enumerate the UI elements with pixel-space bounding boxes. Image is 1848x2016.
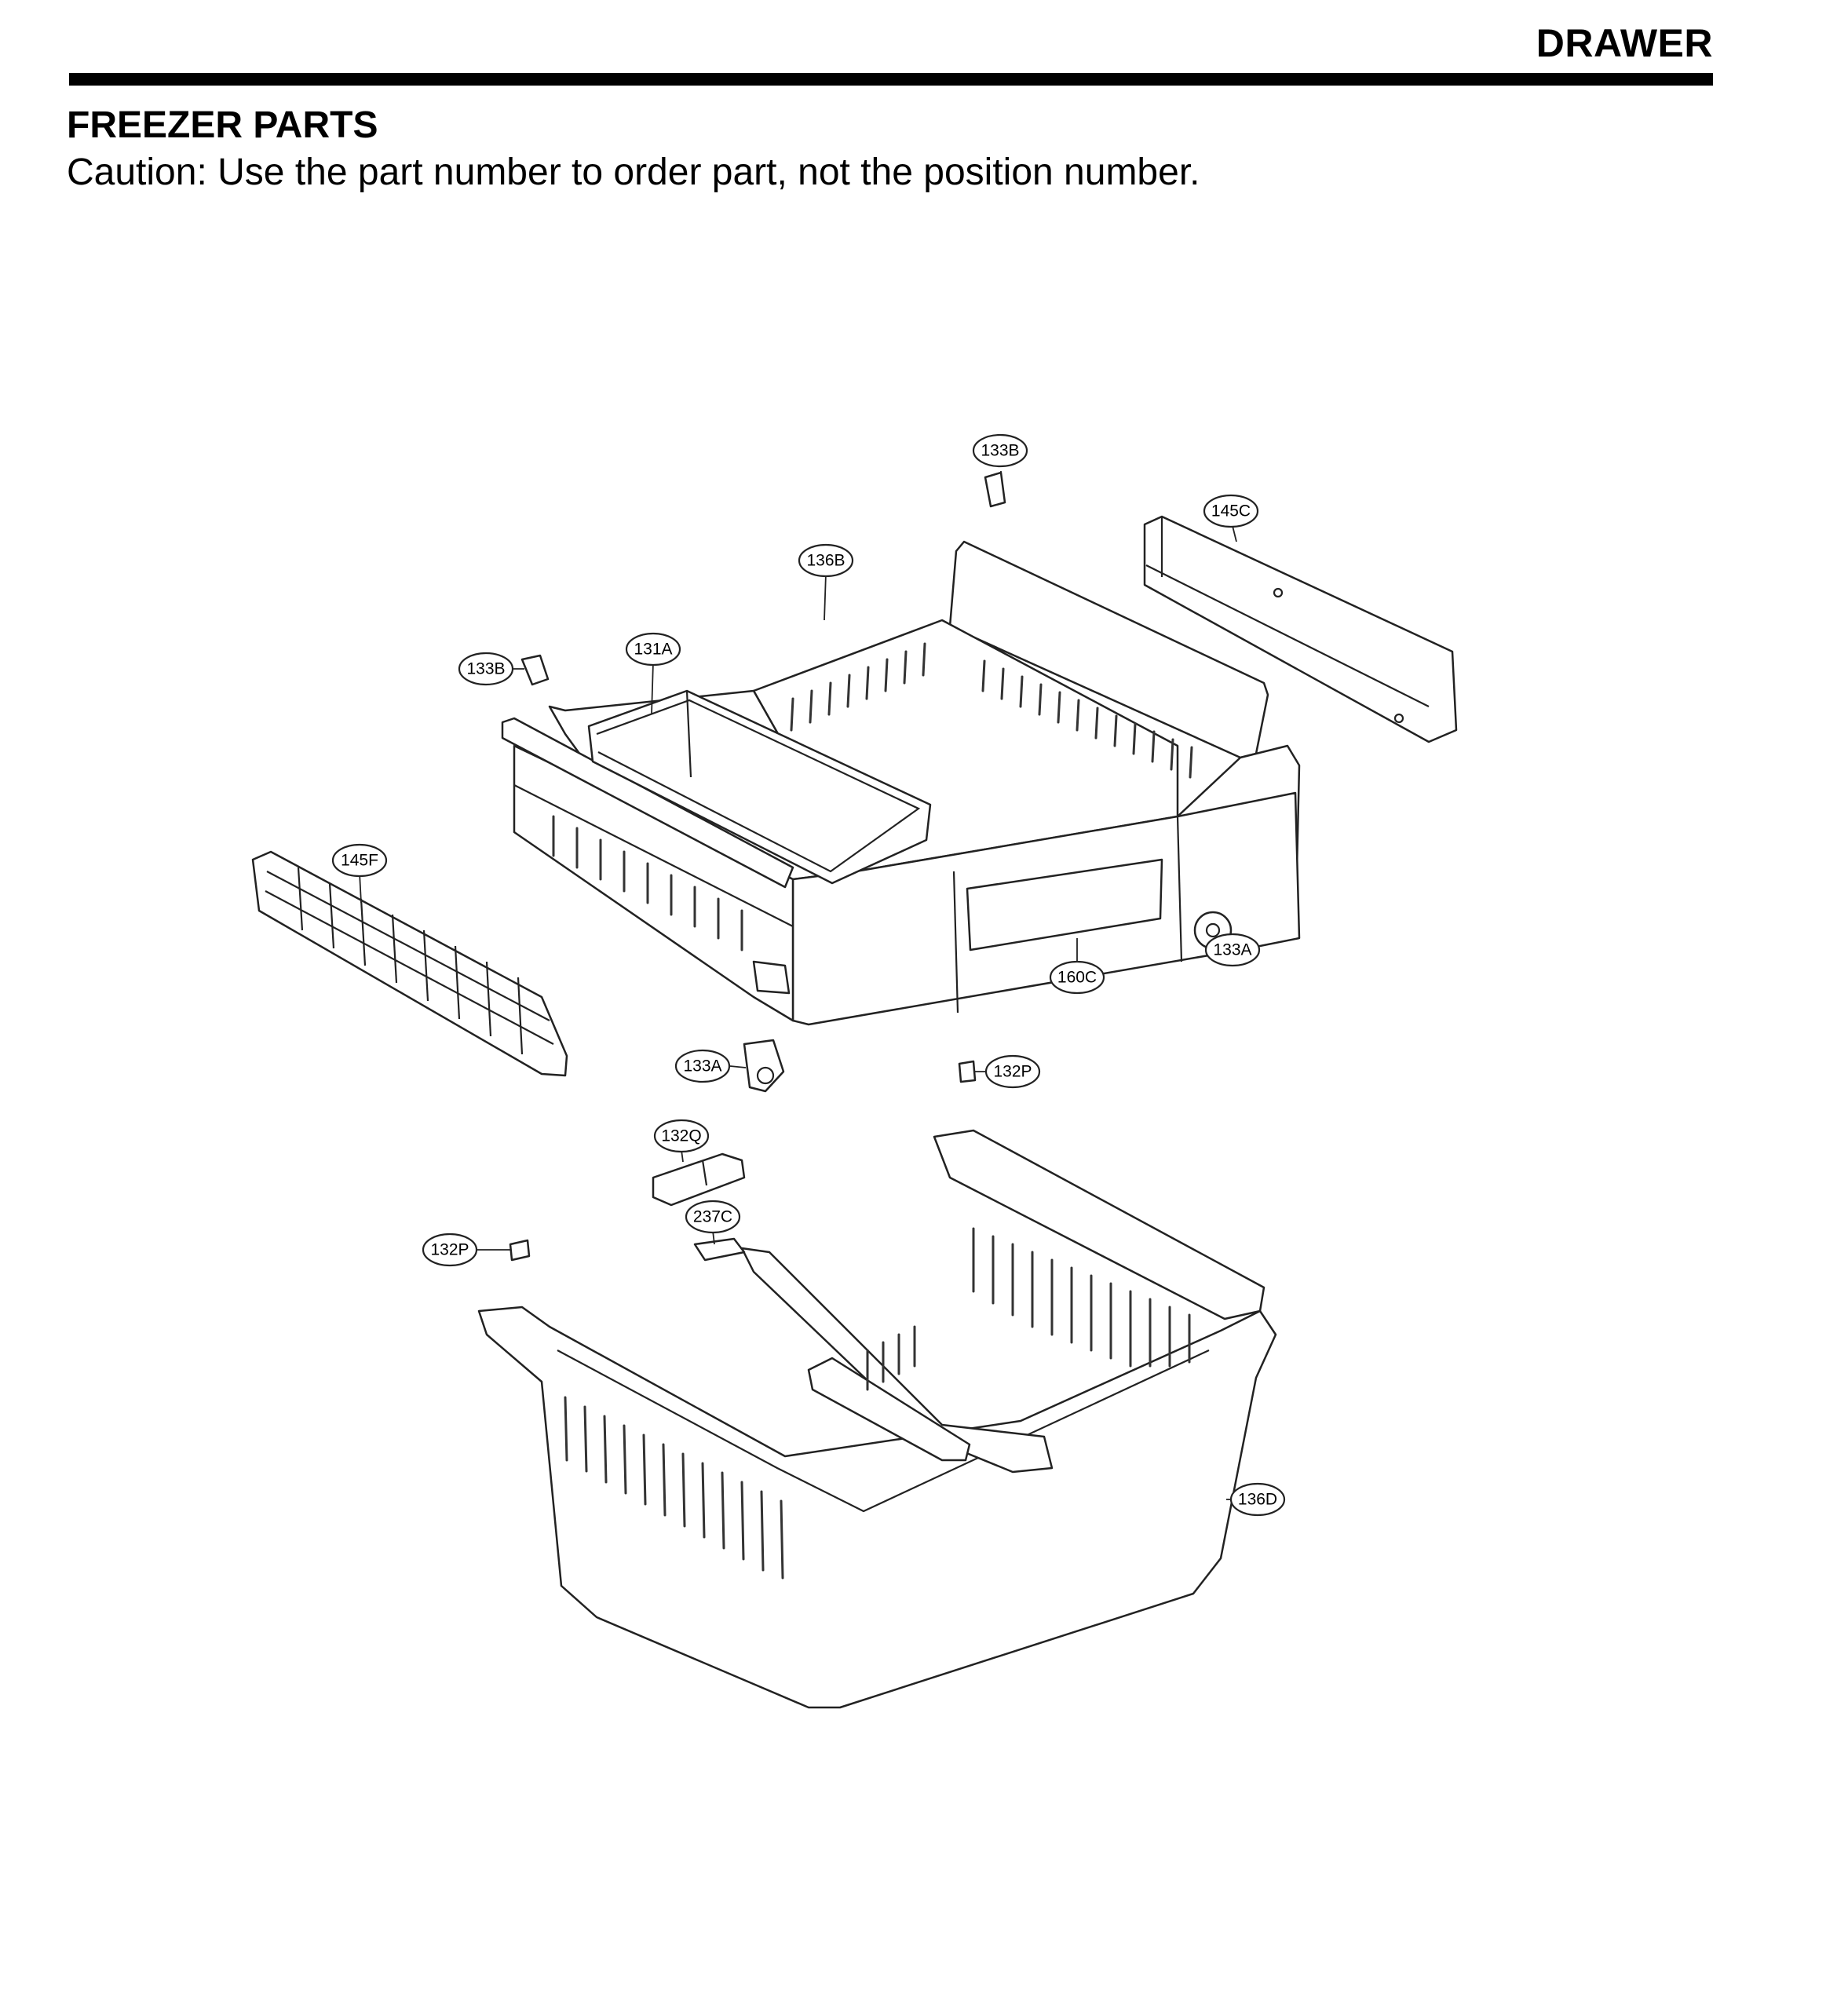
part-132q-stopper [652, 1152, 746, 1207]
svg-text:133A: 133A [683, 1057, 721, 1076]
svg-text:160C: 160C [1057, 969, 1097, 987]
callout-132p-right: 132P [984, 1054, 1041, 1089]
callout-160c: 160C [1049, 960, 1105, 995]
callout-237c: 237C [685, 1200, 741, 1234]
part-145f-grille [251, 850, 568, 1077]
callout-133b-left: 133B [458, 652, 514, 686]
header-rule [69, 73, 1713, 86]
callout-145c: 145C [1203, 494, 1259, 528]
part-133a-lower-wheel [743, 1039, 785, 1093]
part-133b-top-clip [984, 471, 1006, 508]
svg-text:131A: 131A [634, 641, 672, 659]
svg-text:133A: 133A [1213, 941, 1251, 959]
callout-136b: 136B [798, 543, 854, 578]
part-136d-back-slots [972, 1227, 1191, 1368]
callout-136d: 136D [1229, 1482, 1286, 1517]
callout-133b-top: 133B [972, 433, 1028, 468]
callout-133a-lower: 133A [674, 1049, 731, 1083]
callout-131a: 131A [625, 632, 681, 667]
svg-text:136D: 136D [1238, 1491, 1277, 1509]
part-136b-back-slots [981, 659, 1193, 779]
svg-text:237C: 237C [693, 1208, 732, 1226]
callout-132p-left: 132P [422, 1233, 478, 1267]
part-136b-rail-slots [552, 815, 743, 951]
part-133b-left-clip [520, 654, 550, 686]
svg-text:145C: 145C [1211, 502, 1251, 520]
svg-text:133B: 133B [466, 660, 505, 678]
callout-132q: 132Q [653, 1119, 710, 1153]
svg-text:132P: 132P [993, 1063, 1032, 1081]
svg-text:136B: 136B [806, 552, 845, 570]
svg-text:145F: 145F [341, 852, 378, 870]
part-132p-right-cap [958, 1060, 977, 1083]
svg-text:133B: 133B [981, 442, 1019, 460]
callout-133a-right: 133A [1204, 933, 1261, 967]
caution-note: Caution: Use the part number to order pa… [67, 152, 1200, 193]
callout-145f: 145F [331, 843, 388, 878]
part-145f-grid [265, 867, 554, 1055]
svg-text:132Q: 132Q [661, 1127, 701, 1145]
part-132p-left-cap [509, 1239, 531, 1262]
part-237c-divider-clip [693, 1237, 746, 1262]
section-title: DRAWER [1536, 21, 1713, 65]
part-136b-side-slots [790, 642, 926, 732]
part-131a-small-bin [587, 689, 932, 885]
page-heading: FREEZER PARTS [67, 104, 378, 146]
svg-text:132P: 132P [430, 1241, 469, 1259]
part-136d-lower-basket [477, 1129, 1277, 1709]
part-145c-rail-cover [1143, 515, 1458, 743]
part-136d-front-slots [564, 1396, 784, 1580]
part-136d-inner-slots [866, 1325, 916, 1391]
part-136b-upper-drawer [501, 540, 1301, 1026]
